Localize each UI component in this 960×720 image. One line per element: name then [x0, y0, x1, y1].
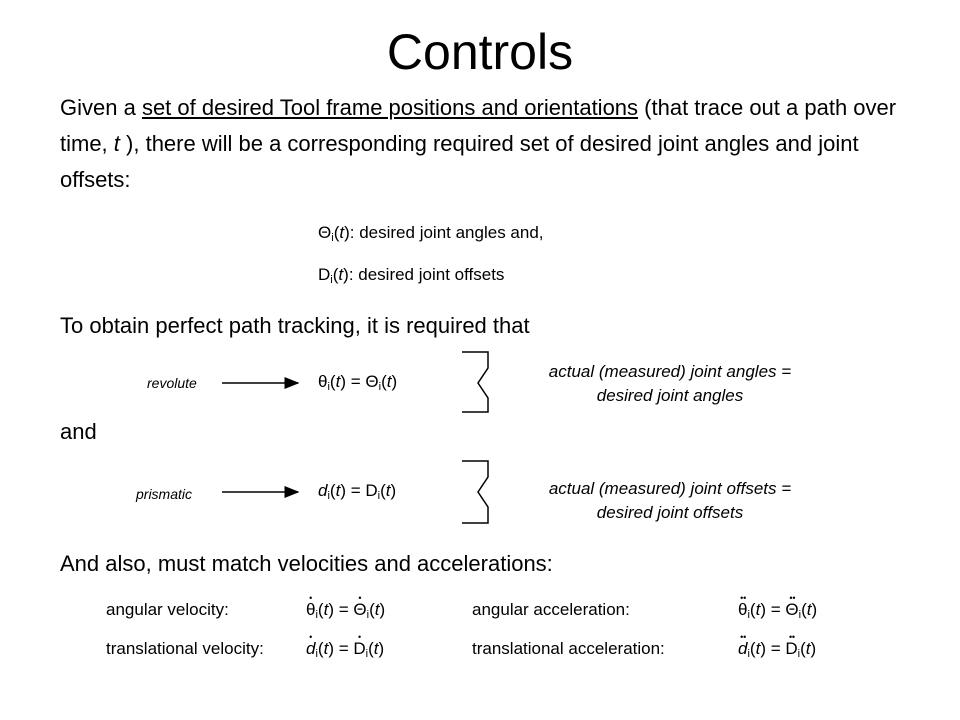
- definition-theta: Θi(t): desired joint angles and,: [318, 223, 544, 244]
- intro-t: t: [113, 131, 120, 156]
- sub-i: i: [331, 232, 334, 244]
- d-upper: D: [365, 481, 378, 500]
- t-var: t: [323, 639, 329, 658]
- translational-velocity-label: translational velocity:: [106, 639, 264, 658]
- intro-text-2: (that trace out a path over time,: [60, 95, 897, 156]
- intro-paragraph: Given a set of desired Tool frame positi…: [60, 90, 900, 198]
- theta-ddot: θ: [738, 599, 747, 621]
- also-line: And also, must match velocities and acce…: [60, 551, 553, 576]
- t-var: t: [805, 639, 811, 658]
- sub-i: i: [315, 609, 318, 621]
- t-var: t: [806, 600, 812, 619]
- theta-upper-ddot: Θ: [785, 599, 798, 621]
- t-var: t: [339, 223, 345, 242]
- revolute-annotation-line2: desired joint angles: [596, 386, 744, 405]
- and-text: and: [60, 419, 97, 444]
- t-var: t: [755, 639, 761, 658]
- intro-underlined: set of desired Tool frame positions and …: [141, 95, 639, 120]
- angular-velocity-equation: θi(t) = Θi(t): [306, 599, 385, 626]
- angular-acceleration-equation: θi(t) = Θi(t): [738, 599, 817, 626]
- d-def-text: : desired joint offsets: [348, 265, 505, 284]
- angular-acceleration-label: angular acceleration:: [472, 600, 630, 619]
- page-title: Controls: [386, 24, 574, 80]
- theta-dot: θ: [306, 599, 315, 621]
- sub-i: i: [327, 381, 330, 393]
- translational-acceleration-label: translational acceleration:: [472, 639, 665, 658]
- t-var: t: [385, 481, 391, 500]
- sub-i: i: [315, 648, 318, 660]
- d-upper-ddot: D: [785, 638, 797, 660]
- t-var: t: [338, 265, 344, 284]
- sub-i: i: [327, 490, 330, 502]
- sub-i: i: [366, 609, 370, 621]
- revolute-brace: [462, 351, 489, 413]
- prismatic-annotation-line1: actual (measured) joint offsets =: [548, 479, 792, 498]
- sub-i: i: [365, 648, 369, 660]
- intro-text-1: Given a: [60, 95, 142, 120]
- tracking-line: To obtain perfect path tracking, it is r…: [60, 313, 530, 338]
- t-var: t: [335, 372, 341, 391]
- definition-d: Di(t): desired joint offsets: [318, 265, 505, 286]
- sub-i: i: [330, 274, 333, 286]
- revolute-annotation: actual (measured) joint angles = desired…: [495, 360, 845, 408]
- theta-symbol: Θ: [318, 223, 332, 242]
- intro-text-3: ), there will be a corresponding require…: [60, 131, 859, 192]
- sub-i: i: [797, 648, 801, 660]
- prismatic-annotation-line2: desired joint offsets: [596, 503, 744, 522]
- t-var: t: [755, 600, 761, 619]
- theta-lower: θ: [318, 372, 328, 391]
- d-dot: d: [306, 638, 315, 660]
- sub-i: i: [377, 490, 381, 502]
- revolute-label: revolute: [147, 375, 197, 391]
- revolute-annotation-line1: actual (measured) joint angles =: [548, 362, 792, 381]
- t-var: t: [323, 600, 329, 619]
- prismatic-label: prismatic: [136, 486, 193, 502]
- d-ddot: d: [738, 638, 747, 660]
- t-var: t: [386, 372, 392, 391]
- sub-i: i: [747, 609, 750, 621]
- d-symbol: D: [318, 265, 331, 284]
- t-var: t: [373, 639, 379, 658]
- d-lower: d: [318, 481, 328, 500]
- prismatic-annotation: actual (measured) joint offsets = desire…: [495, 477, 845, 525]
- sub-i: i: [378, 381, 382, 393]
- translational-acceleration-equation: di(t) = Di(t): [738, 638, 816, 665]
- angular-velocity-label: angular velocity:: [106, 600, 229, 619]
- t-var: t: [335, 481, 341, 500]
- translational-velocity-equation: di(t) = Di(t): [306, 638, 384, 665]
- theta-def-text: : desired joint angles and,: [349, 223, 544, 242]
- prismatic-equation: di(t) = Di(t): [318, 481, 397, 502]
- revolute-equation: θi(t) = Θi(t): [318, 372, 398, 393]
- sub-i: i: [747, 648, 750, 660]
- t-var: t: [374, 600, 380, 619]
- sub-i: i: [798, 609, 802, 621]
- theta-upper: Θ: [365, 372, 379, 391]
- d-upper-dot: D: [353, 638, 365, 660]
- prismatic-brace: [462, 460, 489, 524]
- theta-upper-dot: Θ: [353, 599, 366, 621]
